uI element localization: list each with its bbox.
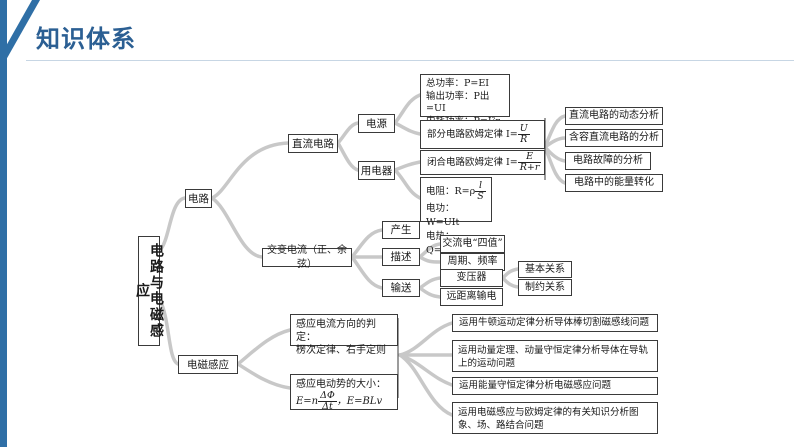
left-accent-stripe xyxy=(0,0,7,447)
page-title: 知识体系 xyxy=(36,25,136,53)
em-application-4: 运用电磁感应与欧姆定律的有关知识分析图象、场、路结合问题 xyxy=(452,402,658,434)
em-application-3: 运用能量守恒定律分析电磁感应问题 xyxy=(452,377,658,395)
ac-four-values: 交流电“四值” xyxy=(440,235,505,253)
closed-ohm-denominator: R+r xyxy=(519,162,540,173)
ac-produce-node: 产生 xyxy=(382,221,420,239)
total-power-formula: 总功率：P=EI xyxy=(426,78,490,89)
circuit-node: 电路 xyxy=(185,189,212,208)
dc-application-1: 直流电路的动态分析 xyxy=(565,107,663,125)
dc-circuit-node: 直流电路 xyxy=(288,134,338,153)
ac-node: 交变电流（正、余弦） xyxy=(262,245,352,270)
dc-application-4: 电路中的能量转化 xyxy=(565,174,663,192)
em-induction-node: 电磁感应 xyxy=(178,355,238,374)
ac-transmit-node: 输送 xyxy=(382,279,420,297)
ac-describe-node: 描述 xyxy=(382,248,420,266)
resistance-numerator: l xyxy=(475,181,486,192)
closed-ohm-law-label: 闭合电路欧姆定律 I= xyxy=(427,156,518,168)
direction-line-2: 楞次定律、右手定则 xyxy=(296,345,386,356)
partial-ohm-law-label: 部分电路欧姆定律 I= xyxy=(427,128,518,140)
induced-current-direction-box: 感应电流方向的判定： 楞次定律、右手定则 xyxy=(290,314,398,356)
partial-ohm-denominator: R xyxy=(520,134,528,145)
output-power-formula: 输出功率：P出=UI xyxy=(426,90,490,115)
transformer-basic-relation: 基本关系 xyxy=(518,261,572,278)
title-divider xyxy=(26,60,794,61)
electric-appliance-node: 用电器 xyxy=(358,161,395,180)
partial-ohm-law-box: 部分电路欧姆定律 I= U R xyxy=(420,120,545,149)
em-application-1: 运用牛顿运动定律分析导体棒切割磁感线问题 xyxy=(452,314,658,332)
em-application-2: 运用动量定理、动量守恒定律分析导体在导轨上的运动问题 xyxy=(452,340,658,372)
emf-suffix: ，E=BLv xyxy=(336,396,383,407)
electric-work-formula: 电功：W=UIt xyxy=(426,203,460,228)
load-formulas-box: 电阻：R=ρlS 电功：W=UIt 电热：Q=I²Rt xyxy=(420,177,492,256)
long-distance-transmission-node: 远距离输电 xyxy=(440,288,503,306)
closed-ohm-fraction: E R+r xyxy=(517,152,542,173)
root-node: 电路与电磁感应 xyxy=(134,236,164,346)
emf-line-1: 感应电动势的大小： xyxy=(296,379,386,390)
partial-ohm-fraction: U R xyxy=(517,123,530,145)
direction-line-1: 感应电流方向的判定： xyxy=(296,319,376,343)
resistance-denominator: S xyxy=(477,191,484,202)
resistance-formula-label: 电阻：R=ρ xyxy=(426,186,476,197)
emf-denominator: Δt xyxy=(322,401,333,412)
partial-ohm-numerator: U xyxy=(517,123,530,135)
source-formulas-box: 总功率：P=EI 输出功率：P出=UI 内耗功率：P=I²r xyxy=(420,74,510,127)
transformer-constraint-relation: 制约关系 xyxy=(518,279,572,296)
dc-application-3: 电路故障的分析 xyxy=(565,152,651,170)
corner-decoration-icon xyxy=(6,0,40,60)
closed-ohm-law-box: 闭合电路欧姆定律 I= E R+r xyxy=(420,150,545,175)
emf-prefix: E=n xyxy=(296,396,319,407)
closed-ohm-numerator: E xyxy=(517,152,542,163)
dc-application-2: 含容直流电路的分析 xyxy=(565,129,663,147)
emf-numerator: ΔΦ xyxy=(318,390,337,402)
power-source-node: 电源 xyxy=(358,114,395,133)
transformer-node: 变压器 xyxy=(440,269,503,287)
